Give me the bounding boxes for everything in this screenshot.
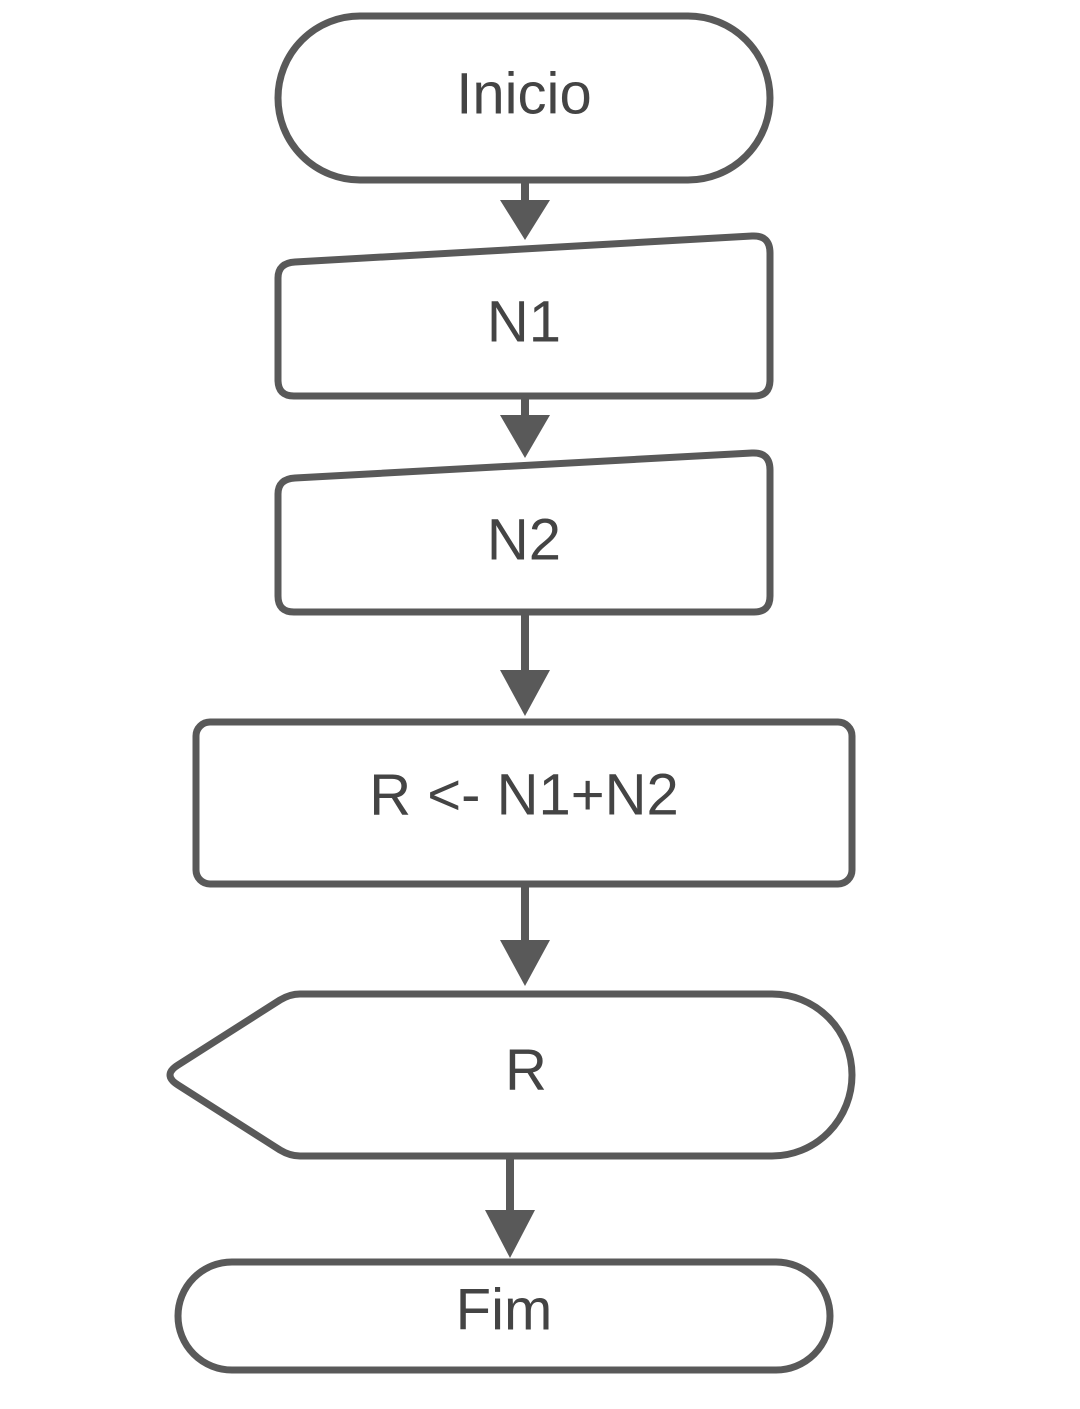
node-process-sum-label: R <- N1+N2 (369, 763, 678, 828)
node-start[interactable]: Inicio (274, 12, 774, 184)
terminal-shape (174, 1258, 834, 1374)
node-input-n1[interactable]: N1 (274, 232, 774, 400)
node-end[interactable]: Fim (174, 1258, 834, 1374)
edge-process-sum-to-display-r (500, 884, 550, 986)
node-display-r-label: R (505, 1038, 547, 1103)
node-input-n2-label: N2 (487, 508, 561, 573)
process-shape (192, 718, 856, 888)
manual-input-shape (274, 449, 774, 616)
edge-start-to-input-n1 (500, 180, 550, 240)
connectors (485, 180, 550, 1258)
edge-input-n2-to-process-sum (500, 612, 550, 716)
edge-display-r-to-end (485, 1156, 535, 1258)
node-display-r[interactable]: R (166, 990, 856, 1160)
terminal-shape (274, 12, 774, 184)
node-process-sum[interactable]: R <- N1+N2 (192, 718, 856, 888)
node-start-label: Inicio (456, 62, 591, 127)
manual-input-shape (274, 232, 774, 400)
node-end-label: Fim (456, 1278, 553, 1343)
node-input-n1-label: N1 (487, 290, 561, 355)
edge-input-n1-to-input-n2 (500, 396, 550, 458)
display-shape (166, 990, 856, 1160)
node-input-n2[interactable]: N2 (274, 449, 774, 616)
